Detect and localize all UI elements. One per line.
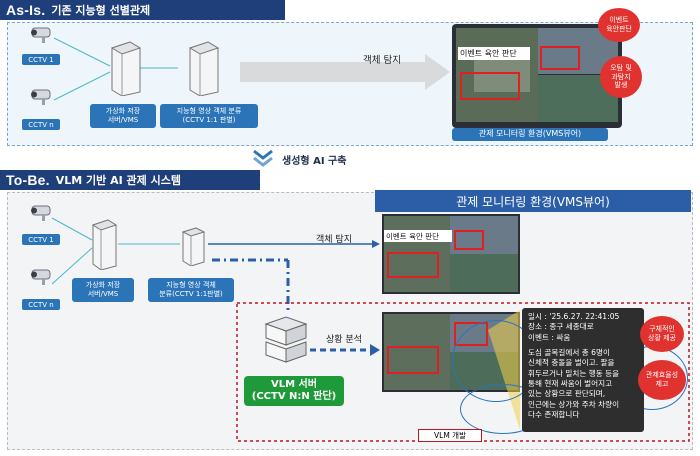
intelligent-classification-box: 지능형 영상 객체 분류(CCTV 1:1판별) bbox=[148, 278, 234, 302]
vlm-development-label: VLM 개발 bbox=[418, 429, 482, 442]
virtual-storage-server-box: 가상화 저장 서버/VMS bbox=[90, 104, 156, 128]
intelligent-classification-box: 지능형 영상 객체 분류 (CCTV 1:1 판별) bbox=[160, 104, 258, 128]
tobe-header: To-Be. VLM 기반 AI 관제 시스템 bbox=[0, 170, 260, 190]
tobe-bubble-efficiency: 관제효율성 제고 bbox=[638, 360, 686, 400]
chevron-down-icon bbox=[252, 148, 274, 168]
cctv-camera-icon bbox=[28, 268, 54, 286]
asis-bubble-false-detection: 오탐 및 과탐지 발생 bbox=[600, 56, 642, 98]
asis-header: As-Is. 기존 지능형 선별관제 bbox=[0, 0, 285, 20]
tobe-monitor-screen-top bbox=[382, 214, 520, 294]
tobe-subtitle: VLM 기반 AI 관제 시스템 bbox=[55, 174, 181, 187]
asis-connectors bbox=[53, 37, 450, 101]
speech-line: 인근에는 상가와 주차 차량이 bbox=[528, 399, 620, 409]
asis-screen-label: 이벤트 육안 판단 bbox=[458, 47, 530, 60]
speech-line: 있는 상황으로 판단되며, bbox=[528, 389, 606, 399]
speech-line: 신체적 충돌을 벌이고. 팔을 bbox=[528, 358, 615, 368]
cctv-camera-icon bbox=[28, 88, 54, 106]
vlm-server-icon bbox=[262, 314, 310, 364]
tobe-screen-label: 이벤트 육안 판단 bbox=[384, 230, 452, 242]
server-icon bbox=[180, 226, 206, 267]
monitor-screen bbox=[456, 28, 618, 122]
server-icon bbox=[186, 40, 220, 97]
cctv-1-label: CCTV 1 bbox=[22, 234, 60, 245]
speech-line: 이벤트 : 싸움 bbox=[528, 332, 571, 342]
asis-detect-label: 객체 탐지 bbox=[363, 55, 401, 66]
speech-line: 다수 존재합니다 bbox=[528, 409, 580, 419]
asis-subtitle: 기존 지능형 선별관제 bbox=[51, 4, 151, 17]
speech-line: 일시 : '25.6.27. 22:41:05 bbox=[528, 312, 620, 321]
virtual-storage-server-box: 가상화 저장 서버/VMS bbox=[72, 278, 134, 302]
vlm-server-box: VLM 서버 (CCTV N:N 판단) bbox=[244, 376, 344, 406]
cctv-camera-icon bbox=[28, 204, 54, 222]
situation-analysis-label: 상황 분석 bbox=[326, 335, 362, 345]
cctv-camera-icon bbox=[28, 26, 54, 44]
speech-line: 통해 현재 싸움이 벌어지고 bbox=[528, 378, 613, 388]
analysis-speech-box: 일시 : '25.6.27. 22:41:05 장소 : 종구 세종대로 이벤트… bbox=[522, 308, 644, 432]
asis-bubble-visual-judgment: 이벤트 육안판단 bbox=[598, 8, 640, 42]
server-icon bbox=[90, 218, 118, 271]
transition-label: 생성형 AI 구축 bbox=[282, 156, 347, 167]
server-icon bbox=[108, 40, 142, 97]
speech-line: 휘두르거나 밀치는 행동 등을 bbox=[528, 368, 620, 378]
asis-monitor-caption: 관제 모니터링 환경(VMS뷰어) bbox=[452, 128, 608, 141]
tobe-title: To-Be. bbox=[6, 172, 50, 188]
tobe-detect-label: 객체 탐지 bbox=[316, 235, 352, 245]
tobe-bubble-specific-situation: 구체적인 상황 제공 bbox=[640, 316, 684, 352]
tobe-env-title: 관제 모니터링 환경(VMS뷰어) bbox=[375, 190, 691, 212]
cctv-n-label: CCTV n bbox=[22, 119, 60, 130]
speech-line: 도심 골목길에서 총 6명이 bbox=[528, 347, 610, 357]
asis-title: As-Is. bbox=[6, 2, 46, 18]
speech-line: 장소 : 종구 세종대로 bbox=[528, 322, 594, 332]
cctv-1-label: CCTV 1 bbox=[22, 54, 60, 65]
cctv-n-label: CCTV n bbox=[22, 299, 60, 310]
